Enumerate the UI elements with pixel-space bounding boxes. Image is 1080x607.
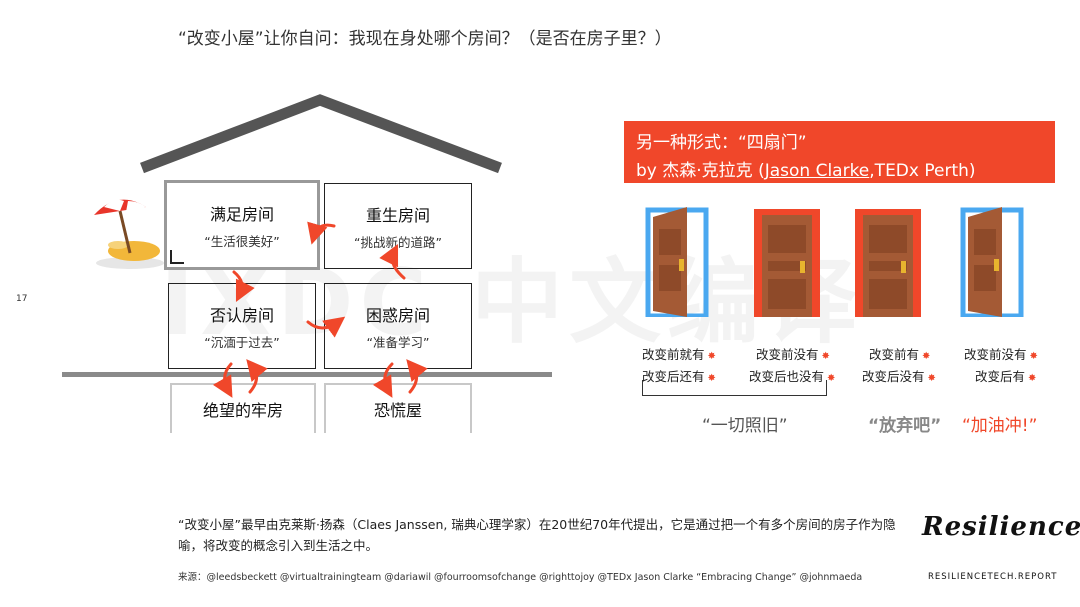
room-name: 否认房间 [209,305,274,325]
door-open-1 [645,207,709,317]
speaker-link[interactable]: Jason Clarke [764,161,870,181]
banner-title: 另一种形式：“四扇门” [636,133,807,153]
cycle-arrows [212,221,428,398]
door-4-line1: 改变前没有✸ [964,347,1038,362]
room-name: 重生房间 [365,205,430,225]
room-name: 困惑房间 [365,305,430,325]
arrow-renewal-to-satisfaction [307,221,336,245]
watermark: IXDC 中文编译 [160,228,863,361]
ground-line [62,372,552,377]
arrow-confusion-to-renewal [379,243,406,280]
room-confusion: 困惑房间 “准备学习” [324,283,472,369]
room-quote: “生活很美好” [204,233,280,249]
arrow-cycle-right-a [372,362,394,398]
verdict-same: “一切照旧” [702,416,788,436]
door-open-4 [960,207,1024,317]
beach-umbrella-island-icon [94,199,164,269]
arrow-cycle-right-b [406,359,428,394]
four-doors-banner: 另一种形式：“四扇门” by 杰森·克拉克 (Jason Clarke,TEDx… [624,121,1055,183]
room-denial: 否认房间 “沉湎于过去” [168,283,316,369]
room-quote: “准备学习” [366,334,430,350]
source-line: 来源：@leedsbeckett @virtualtrainingteam @d… [178,572,863,583]
arrow-cycle-left-b [246,359,268,394]
basement-despair: 绝望的牢房 [170,383,316,433]
verdict-give-up: “放弃吧” [868,416,942,436]
verdict-go-for-it: “加油冲!” [962,416,1038,436]
door-1-line2: 改变后还有✸ [642,369,716,384]
resilience-logo: Resilience [922,512,1080,542]
explosion-icon: ✸ [922,351,931,362]
explosion-icon: ✸ [927,373,936,384]
door-closed-3 [855,209,921,317]
description: “改变小屋”最早由克莱斯·扬森（Claes Janssen, 瑞典心理学家）在2… [178,517,896,553]
explosion-icon: ✸ [827,373,836,384]
explosion-icon: ✸ [1028,373,1037,384]
bracket-doors-1-2 [642,380,827,396]
room-name: 满足房间 [209,204,274,224]
explosion-icon: ✸ [707,351,716,362]
room-quote: “沉湎于过去” [204,334,280,350]
logo-url[interactable]: RESILIENCETECH.REPORT [928,572,1058,582]
house-roof [140,94,502,174]
door-1-line1: 改变前就有✸ [642,347,716,362]
explosion-icon: ✸ [1029,351,1038,362]
door-2-line1: 改变前没有✸ [756,347,830,362]
basement-name: 恐慌屋 [373,401,422,420]
explosion-icon: ✸ [707,373,716,384]
door-4-line2: 改变后有✸ [975,369,1037,384]
arrow-denial-to-confusion [306,316,346,338]
door-closed-2 [754,209,820,317]
banner-credit: by 杰森·克拉克 (Jason Clarke,TEDx Perth) [636,161,976,181]
door-2-line2: 改变后也没有✸ [749,369,836,384]
door-3-line2: 改变后没有✸ [862,369,936,384]
door-3-line1: 改变前有✸ [869,347,931,362]
basement-name: 绝望的牢房 [202,401,283,420]
room-satisfaction: 满足房间 “生活很美好” [164,180,320,270]
arrow-satisfaction-to-denial [232,270,255,303]
arrow-cycle-left-a [212,362,233,398]
explosion-icon: ✸ [821,351,830,362]
page-number: 17 [16,294,28,304]
basement-panic: 恐慌屋 [324,383,472,433]
page-title: “改变小屋”让你自问：我现在身处哪个房间？（是否在房子里？） [178,29,672,49]
room-quote: “挑战新的道路” [354,234,442,250]
